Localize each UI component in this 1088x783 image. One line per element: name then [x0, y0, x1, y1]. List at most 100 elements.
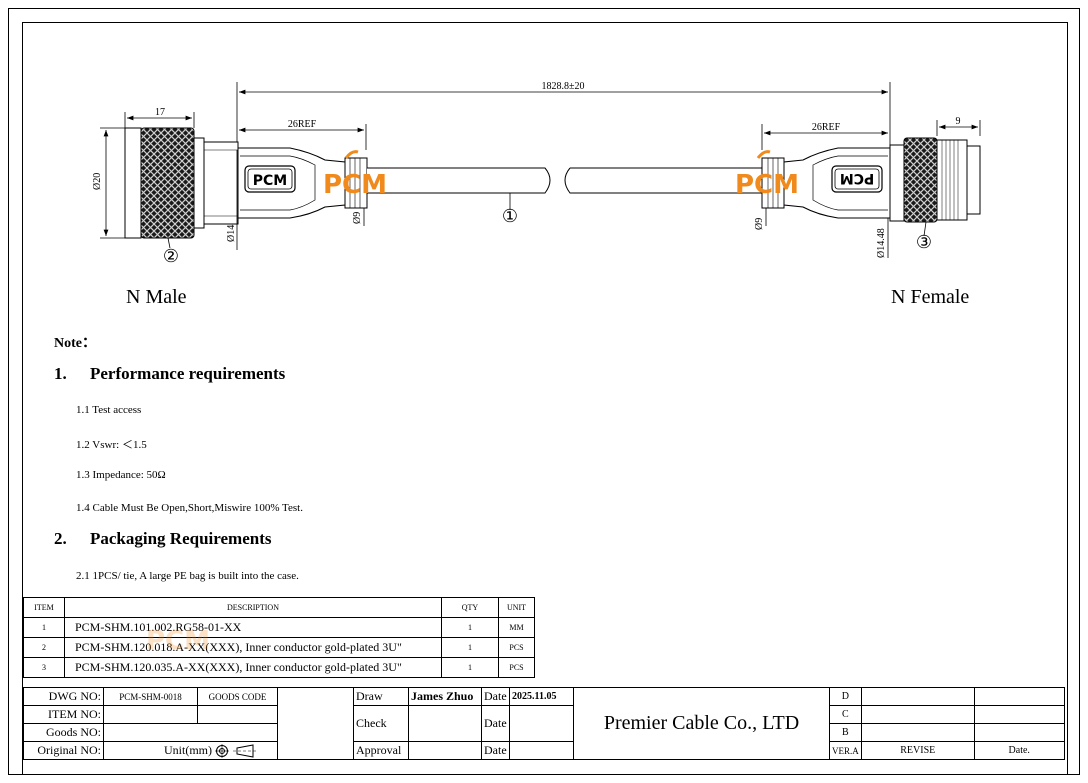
dimension-overall-label: 1828.8±20 [542, 81, 585, 92]
dimension-boot-left-label: 26REF [288, 119, 317, 130]
bom-item: 1 [23, 617, 65, 638]
pcm-logo-left-arrow [344, 150, 359, 159]
company-name: Premier Cable Co., LTD [573, 687, 830, 760]
table-row: 2 PCM-SHM.120.018.A-XX(XXX), Inner condu… [23, 637, 535, 658]
rev-d-date [973, 687, 1065, 706]
bom-table: ITEM DESCRIPTION QTY UNIT 1 PCM-SHM.101.… [23, 597, 535, 678]
dimension-male-length-label: 17 [155, 107, 165, 118]
section-2-number: 2. [54, 529, 67, 548]
note-item: 1.1 Test access [76, 404, 142, 416]
notes-title: Note： [54, 336, 96, 351]
check-label: Check [353, 705, 409, 742]
connector-left-name: N Male [126, 286, 187, 308]
rev-b-revise [860, 723, 975, 742]
ver-label: VER.A [829, 741, 862, 760]
connector-right-name: N Female [891, 286, 970, 308]
goods-no-label: Goods NO: [23, 723, 104, 742]
dimension-boot-right [761, 124, 888, 150]
dimension-male-length [124, 112, 195, 128]
rev-c-date [973, 705, 1065, 724]
dimension-female-length [936, 120, 981, 136]
rev-c: C [829, 705, 862, 724]
rev-b-date [973, 723, 1065, 742]
check-date-label: Date [481, 705, 510, 742]
unit-label: Unit(mm) [164, 742, 212, 757]
goods-code-label: GOODS CODE [197, 687, 278, 706]
dimension-cable-right-label: Ø9 [754, 218, 765, 230]
approval-label: Approval [353, 741, 409, 760]
rev-d: D [829, 687, 862, 706]
item-no-label: ITEM NO: [23, 705, 104, 724]
table-row: 1 PCM-SHM.101.002.RG58-01-XX 1 MM [23, 617, 535, 638]
draw-label: Draw [353, 687, 409, 706]
goods-no-value [103, 723, 278, 742]
pcm-logo-right: PCM [735, 170, 799, 200]
rev-d-revise [860, 687, 975, 706]
check-date [509, 705, 574, 742]
balloon-male: ② [163, 246, 179, 267]
dwg-no-label: DWG NO: [23, 687, 104, 706]
section-1-number: 1. [54, 364, 67, 383]
right-boot: PCM [761, 147, 891, 219]
bom-unit: PCS [498, 657, 535, 678]
bom-header-item: ITEM [23, 597, 65, 618]
svg-text:PCM: PCM [840, 170, 874, 186]
original-no-label: Original NO: [23, 741, 104, 760]
pcm-logo-right-arrow [756, 150, 771, 159]
n-female-connector [889, 137, 981, 237]
dimension-male-diameter-label: Ø20 [92, 173, 103, 190]
note-item: 1.2 Vswr: ＜1.5 [76, 439, 147, 451]
check-name [408, 705, 482, 742]
bom-description: PCM-SHM.101.002.RG58-01-XX [64, 617, 442, 638]
bom-qty: 1 [441, 617, 499, 638]
dimension-male-diameter [100, 127, 128, 239]
bom-header-row: ITEM DESCRIPTION QTY UNIT [23, 597, 535, 618]
draw-name: James Zhuo [408, 687, 482, 706]
dwg-no-value: PCM-SHM-0018 [103, 687, 198, 706]
n-male-connector [124, 127, 239, 239]
table-row: 3 PCM-SHM.120.035.A-XX(XXX), Inner condu… [23, 657, 535, 678]
draw-date: 2025.11.05 [509, 687, 574, 706]
bom-qty: 1 [441, 657, 499, 678]
cable [367, 167, 763, 210]
bom-item: 2 [23, 637, 65, 658]
blank-cell [277, 687, 354, 760]
dimension-boot-right-label: 26REF [812, 122, 841, 133]
note-item: 1.3 Impedance: 50Ω [76, 469, 166, 481]
dimension-boot-left [239, 124, 367, 150]
section-2-title: Packaging Requirements [90, 529, 272, 548]
dimension-cable-left-label: Ø9 [352, 212, 363, 224]
bom-unit: MM [498, 617, 535, 638]
cable-assembly-drawing: PCM PCM [92, 81, 981, 267]
note-item: 2.1 1PCS/ tie, A large PE bag is built i… [76, 570, 299, 582]
title-block: DWG NO: PCM-SHM-0018 GOODS CODE Draw Jam… [23, 687, 1065, 760]
note-item: 1.4 Cable Must Be Open,Short,Miswire 100… [76, 502, 303, 514]
dimension-female-length-label: 9 [956, 116, 961, 127]
bom-unit: PCS [498, 637, 535, 658]
inner-frame [22, 22, 1068, 775]
bom-header-unit: UNIT [498, 597, 535, 618]
pcm-logo-left: PCM [323, 170, 387, 200]
approval-date-label: Date [481, 741, 510, 760]
left-boot: PCM [237, 147, 368, 219]
approval-date [509, 741, 574, 760]
bom-description: PCM-SHM.120.035.A-XX(XXX), Inner conduct… [64, 657, 442, 678]
bom-header-qty: QTY [441, 597, 499, 618]
approval-name [408, 741, 482, 760]
revise-label: REVISE [860, 741, 975, 760]
balloon-cable: ① [502, 206, 518, 227]
item-no-value [103, 705, 198, 724]
bom-header-description: DESCRIPTION [64, 597, 442, 618]
section-1-title: Performance requirements [90, 364, 286, 383]
svg-text:PCM: PCM [253, 173, 287, 189]
balloon-female: ③ [916, 232, 932, 253]
bom-qty: 1 [441, 637, 499, 658]
dimension-overall [236, 82, 891, 150]
projection-symbol-icon [215, 744, 257, 759]
rev-b: B [829, 723, 862, 742]
pcm-watermark-table: PCM [146, 626, 211, 656]
outer-frame [8, 8, 1080, 775]
rev-c-revise [860, 705, 975, 724]
bom-item: 3 [23, 657, 65, 678]
